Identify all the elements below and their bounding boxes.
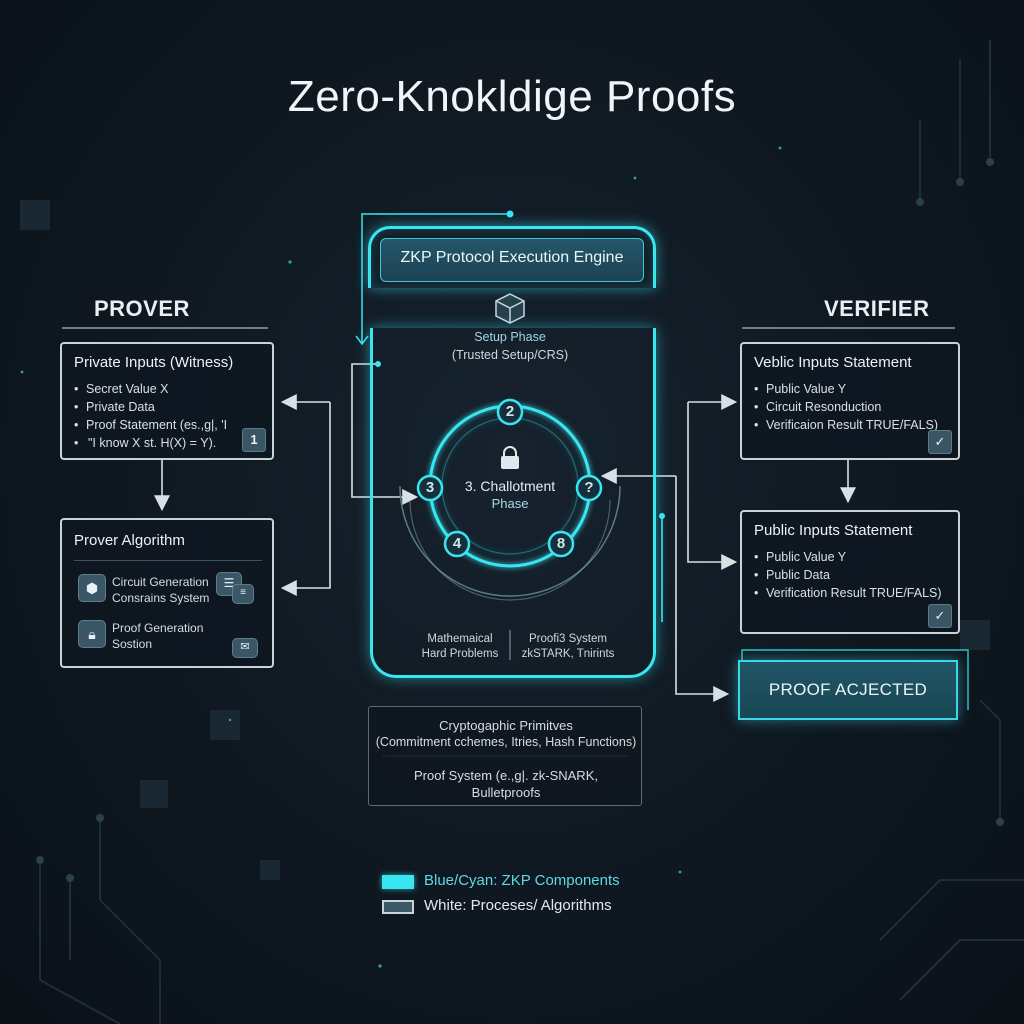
- step-badge: 1: [242, 428, 266, 452]
- ring-node-label: 4: [452, 535, 462, 552]
- prover-algorithm-box: Prover Algorithm ⬢ Circuit Generation Co…: [60, 518, 274, 668]
- cube-icon: [495, 293, 525, 324]
- primitives-line: (Commitment cchemes, Itries, Hash Functi…: [375, 735, 637, 749]
- lock-icon: 🔒︎: [78, 620, 106, 648]
- cube-icon: ⬢: [78, 574, 106, 602]
- lock-icon: [501, 446, 519, 469]
- engine-header-frame: [368, 226, 656, 288]
- ring-nodes: [416, 398, 603, 558]
- list-item: Verification Result TRUE/FALS): [754, 584, 942, 602]
- verifier-inputs-box: Veblic Inputs Statement Public Value Y C…: [740, 342, 960, 460]
- list-item: Public Value Y: [754, 380, 938, 398]
- primitives-line: Bulletproofs: [471, 785, 541, 800]
- algo-item-line: Proof Generation: [112, 621, 204, 635]
- primitives-box: Cryptogaphic Primitves (Commitment cchem…: [368, 706, 642, 806]
- checkmark-icon: ✓: [928, 430, 952, 454]
- prover-heading: PROVER: [94, 296, 190, 321]
- engine-footer-right: Proofi3 System zkSTARK, Tnirints: [508, 632, 628, 662]
- engine-footer-left: Mathemaical Hard Problems: [400, 632, 520, 662]
- verifier-heading: VERIFIER: [824, 296, 930, 321]
- footer-line: Proofi3 System: [529, 633, 607, 645]
- list-item: "I know X st. H(X) = Y).: [74, 434, 227, 452]
- footer-line: Mathemaical: [427, 633, 493, 645]
- ring-node-label: 3: [425, 479, 435, 496]
- page-title: Zero-Knokldige Proofs: [287, 72, 737, 121]
- setup-phase-sub: (Trusted Setup/CRS): [451, 348, 569, 362]
- legend-label: White: Proceses/ Algorithms: [424, 897, 612, 914]
- list-item: Public Value Y: [754, 548, 942, 566]
- engine-title: ZKP Protocol Execution Engine: [400, 249, 624, 266]
- private-inputs-box: Private Inputs (Witness) Secret Value X …: [60, 342, 274, 460]
- engine-header: [380, 238, 644, 282]
- list-icon: ≡: [232, 584, 254, 604]
- list-item: Secret Value X: [74, 380, 227, 398]
- algo-item-line: Circuit Generation: [112, 575, 209, 589]
- list-item: Public Data: [754, 566, 942, 584]
- engine-body-frame: [370, 328, 656, 678]
- list-item: Verificaion Result TRUE/FALS): [754, 416, 938, 434]
- ring-node-label: 2: [505, 403, 515, 420]
- list-item: Proof Statement (es.,g|, 'I: [74, 416, 227, 434]
- envelope-icon: ✉: [232, 638, 258, 658]
- checkmark-icon: ✓: [928, 604, 952, 628]
- algo-item-line: Consrains System: [112, 591, 210, 605]
- primitives-line: Cryptogaphic Primitves: [439, 718, 573, 733]
- setup-phase-label: Setup Phase: [474, 330, 546, 344]
- footer-line: zkSTARK, Tnirints: [521, 648, 615, 660]
- private-inputs-title: Private Inputs (Witness): [74, 354, 234, 371]
- ring-node-label: 8: [556, 535, 566, 552]
- challenge-phase-sub: Phase: [491, 496, 529, 511]
- verifier-box-title: Public Inputs Statement: [754, 522, 913, 539]
- footer-line: Hard Problems: [421, 648, 499, 660]
- list-item: Private Data: [74, 398, 227, 416]
- circuit-traces: [39, 40, 1024, 1024]
- legend-label: Blue/Cyan: ZKP Components: [424, 872, 620, 889]
- primitives-line: Proof System (e.,g|. zk-SNARK,: [414, 768, 598, 783]
- verifier-public-box: Public Inputs Statement Public Value Y P…: [740, 510, 960, 634]
- verifier-box-title: Veblic Inputs Statement: [754, 354, 912, 371]
- legend-swatch-cyan: [382, 875, 414, 889]
- prover-algorithm-title: Prover Algorithm: [74, 532, 185, 549]
- legend-swatch-white: [382, 900, 414, 914]
- algo-item-line: Sostion: [112, 637, 153, 651]
- challenge-phase-label: 3. Challotment: [464, 478, 556, 494]
- list-item: Circuit Resonduction: [754, 398, 938, 416]
- proof-verdict: PROOF ACJECTED: [738, 660, 958, 720]
- ring-node-label: ?: [584, 479, 594, 496]
